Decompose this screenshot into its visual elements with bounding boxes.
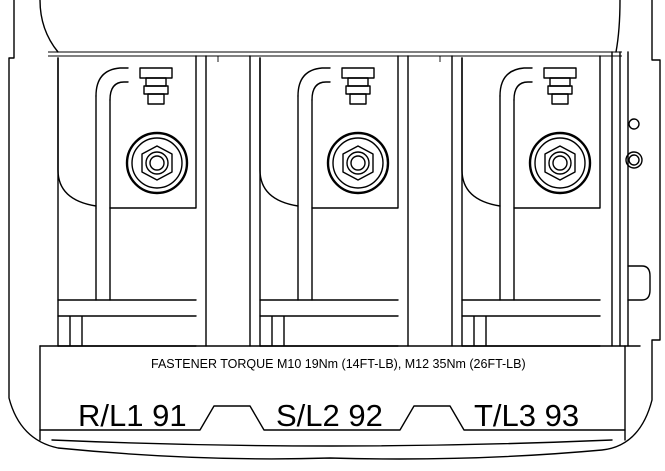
- terminal-label-r-l1: R/L1 91: [78, 398, 187, 433]
- nut-icon: [139, 67, 173, 105]
- fastener-torque-note: FASTENER TORQUE M10 19Nm (14FT-LB), M12 …: [151, 357, 526, 371]
- bolt-head-icon: [528, 131, 592, 195]
- nut-icon: [341, 67, 375, 105]
- bolt-head-icon: [326, 131, 390, 195]
- phase-partitions: [205, 55, 453, 347]
- terminal-label-s-l2: S/L2 92: [276, 398, 383, 433]
- terminal-module-1: [57, 55, 197, 347]
- terminal-module-2: [259, 55, 399, 347]
- label-plate: [39, 345, 641, 447]
- terminal-label-t-l3: T/L3 93: [474, 398, 579, 433]
- terminal-module-3: [461, 55, 601, 347]
- nut-icon: [543, 67, 577, 105]
- bolt-head-icon: [125, 131, 189, 195]
- housing-outline: [8, 0, 661, 460]
- side-rail: [611, 51, 651, 347]
- mounting-screw-icon: [625, 118, 643, 169]
